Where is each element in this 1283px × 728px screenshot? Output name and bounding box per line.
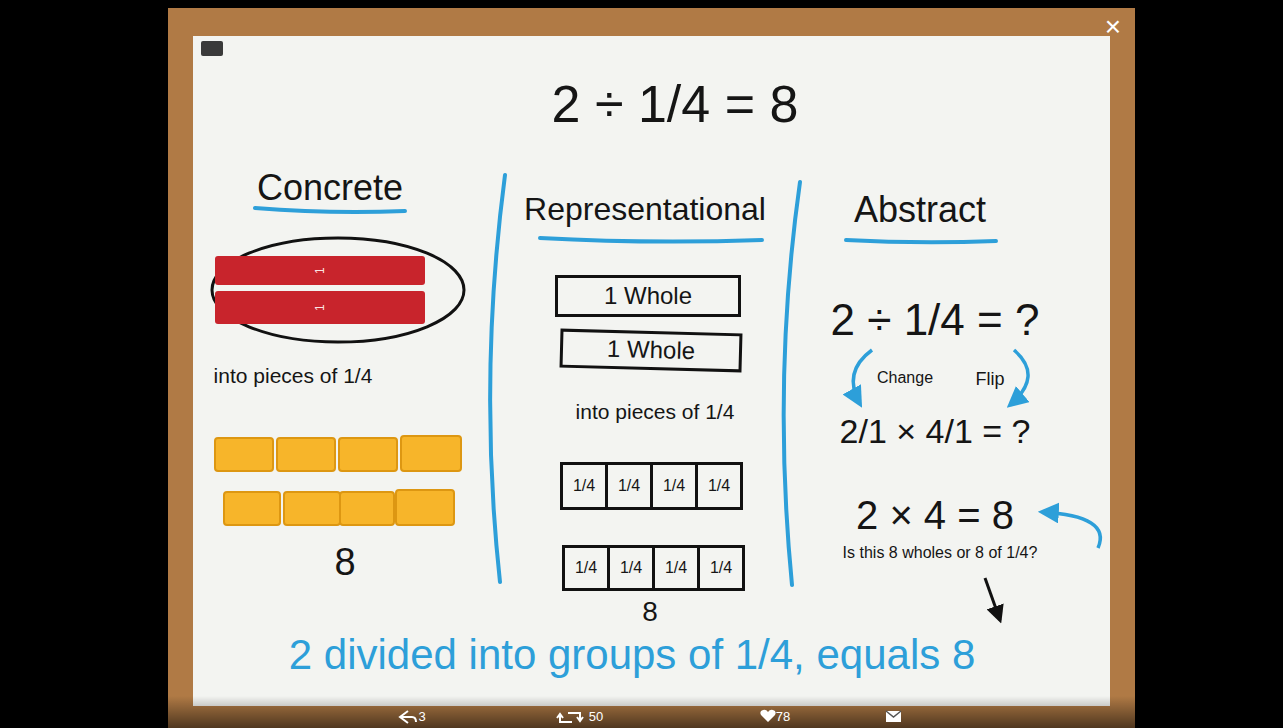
like-icon [760, 710, 775, 722]
reply-icon [400, 711, 416, 723]
box-text: 1/4 [710, 559, 732, 577]
unit-rod: 1 [215, 291, 425, 324]
unit-rod: 1 [215, 256, 425, 285]
board-logo [201, 41, 223, 56]
board-frame [168, 8, 1135, 728]
question-note: Is this 8 wholes or 8 of 1/4? [843, 544, 1038, 562]
fraction-cell: 1/4 [652, 545, 700, 591]
rod-mark: 1 [313, 304, 326, 311]
rod-mark: 1 [313, 267, 326, 274]
message-icon [886, 711, 901, 722]
like-count: 78 [776, 710, 790, 724]
fraction-cubes [215, 436, 461, 525]
step-note: into pieces of 1/4 [576, 400, 735, 423]
column-bracket [784, 182, 800, 585]
flip-arrow [1010, 350, 1028, 405]
board-title: 2 ÷ 1/4 = 8 [552, 76, 799, 133]
fraction-cell: 1/4 [607, 545, 655, 591]
quarter-cube [224, 492, 280, 525]
close-mark: × [1105, 12, 1121, 43]
underline [540, 238, 762, 242]
fraction-cell: 1/4 [562, 545, 610, 591]
fraction-cell: 1/4 [560, 462, 608, 510]
fraction-cell: 1/4 [695, 462, 743, 510]
whole-bar: 1 Whole [555, 275, 741, 317]
box-text: 1 Whole [604, 283, 692, 309]
retweet-count: 50 [589, 710, 603, 724]
fraction-cell: 1/4 [650, 462, 698, 510]
equation: 2/1 × 4/1 = ? [840, 413, 1031, 450]
retweet-icon [557, 713, 583, 722]
reply-count: 3 [418, 710, 425, 724]
step-note: into pieces of 1/4 [214, 364, 373, 387]
box-text: 1/4 [618, 477, 640, 495]
column-heading: Representational [524, 192, 766, 227]
result-number: 8 [642, 597, 658, 628]
column-bracket [490, 175, 505, 582]
equation: 2 × 4 = 8 [856, 493, 1014, 537]
box-text: 1/4 [573, 477, 595, 495]
box-text: 1/4 [665, 559, 687, 577]
quarter-cube [215, 438, 273, 471]
message-flap [886, 711, 901, 717]
board-caption: 2 divided into groups of 1/4, equals 8 [289, 632, 975, 678]
quarter-cube [340, 492, 394, 525]
quarter-cube [396, 490, 454, 525]
equation: 2 ÷ 1/4 = ? [831, 296, 1040, 344]
box-text: 1/4 [620, 559, 642, 577]
column-heading: Abstract [854, 190, 986, 230]
step-word: Change [877, 369, 933, 387]
fraction-cell: 1/4 [605, 462, 653, 510]
quarter-cube [401, 436, 461, 471]
change-arrow [853, 350, 872, 404]
fraction-cell: 1/4 [697, 545, 745, 591]
underline [255, 208, 405, 212]
box-text: 1/4 [575, 559, 597, 577]
box-text: 1 Whole [607, 336, 696, 365]
whole-bar: 1 Whole [560, 329, 743, 373]
step-word: Flip [975, 370, 1004, 390]
quarter-cube [339, 438, 397, 471]
quarter-cube [277, 438, 335, 471]
enclosing-loop [212, 238, 464, 342]
down-arrow [985, 578, 1000, 620]
overlay-shade [0, 696, 1283, 728]
whiteboard [193, 36, 1110, 706]
box-text: 1/4 [663, 477, 685, 495]
result-number: 8 [334, 542, 355, 584]
question-arrow [1042, 512, 1100, 548]
box-text: 1/4 [708, 477, 730, 495]
quarter-cube [284, 492, 340, 525]
column-heading: Concrete [257, 168, 403, 208]
underline [846, 240, 996, 242]
